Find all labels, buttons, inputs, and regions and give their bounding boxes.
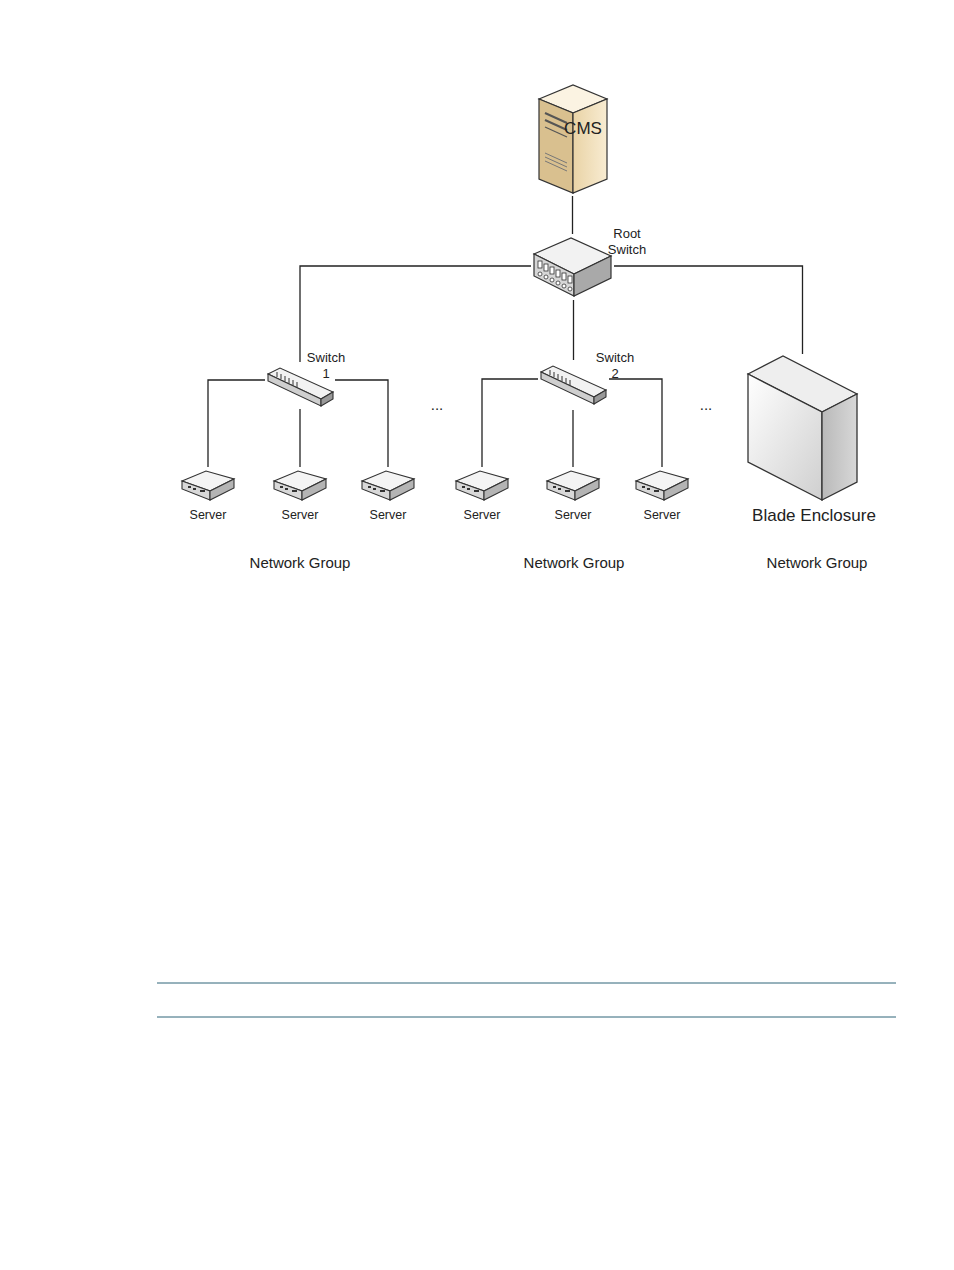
server-icon: Server [634, 467, 690, 503]
server-icon: Server [180, 467, 236, 503]
node-label: Server [170, 508, 246, 523]
group-label: Network Group [250, 554, 351, 571]
server-icon-icon [634, 467, 690, 503]
server-icon-icon [180, 467, 236, 503]
node-label: Server [535, 508, 611, 523]
network-cable [572, 196, 573, 234]
network-switch: Switch 2 [538, 360, 609, 410]
server-icon-icon [545, 467, 601, 503]
root-switch: Root Switch [531, 234, 614, 300]
network-cable [299, 409, 300, 467]
blade-enclosure-icon [746, 354, 859, 502]
rule-line [157, 1017, 896, 1018]
group-label: Network Group [767, 554, 868, 571]
node-label: Server [262, 508, 338, 523]
server-icon: Server [360, 467, 416, 503]
network-cable [335, 380, 388, 467]
network-cable [300, 266, 531, 362]
network-switch: Switch 1 [265, 362, 335, 409]
node-label: Switch 1 [303, 350, 349, 381]
server-tower: CMS [537, 83, 609, 196]
node-label: Server [624, 508, 700, 523]
network-cable [482, 379, 538, 467]
server-icon: Server [454, 467, 510, 503]
ellipsis-mark: ... [700, 396, 713, 413]
node-label: Blade Enclosure [734, 506, 894, 526]
node-label: CMS [557, 119, 609, 139]
node-label: Switch 2 [592, 350, 638, 381]
network-cable [614, 266, 803, 354]
group-label: Network Group [524, 554, 625, 571]
node-label: Root Switch [603, 226, 651, 257]
node-label: Server [444, 508, 520, 523]
server-icon-icon [272, 467, 328, 503]
rule-line [157, 983, 896, 984]
network-cable [609, 379, 662, 467]
server-icon-icon [454, 467, 510, 503]
network-cable [208, 380, 265, 467]
server-icon-icon [360, 467, 416, 503]
network-cable [572, 410, 573, 467]
server-icon: Server [272, 467, 328, 503]
blade-enclosure: Blade Enclosure [746, 354, 859, 502]
root-switch-icon [531, 234, 614, 300]
server-icon: Server [545, 467, 601, 503]
network-cable [573, 300, 574, 360]
ellipsis-mark: ... [431, 396, 444, 413]
network-switch-icon [538, 360, 609, 410]
node-label: Server [350, 508, 426, 523]
server-tower-icon [537, 83, 609, 196]
